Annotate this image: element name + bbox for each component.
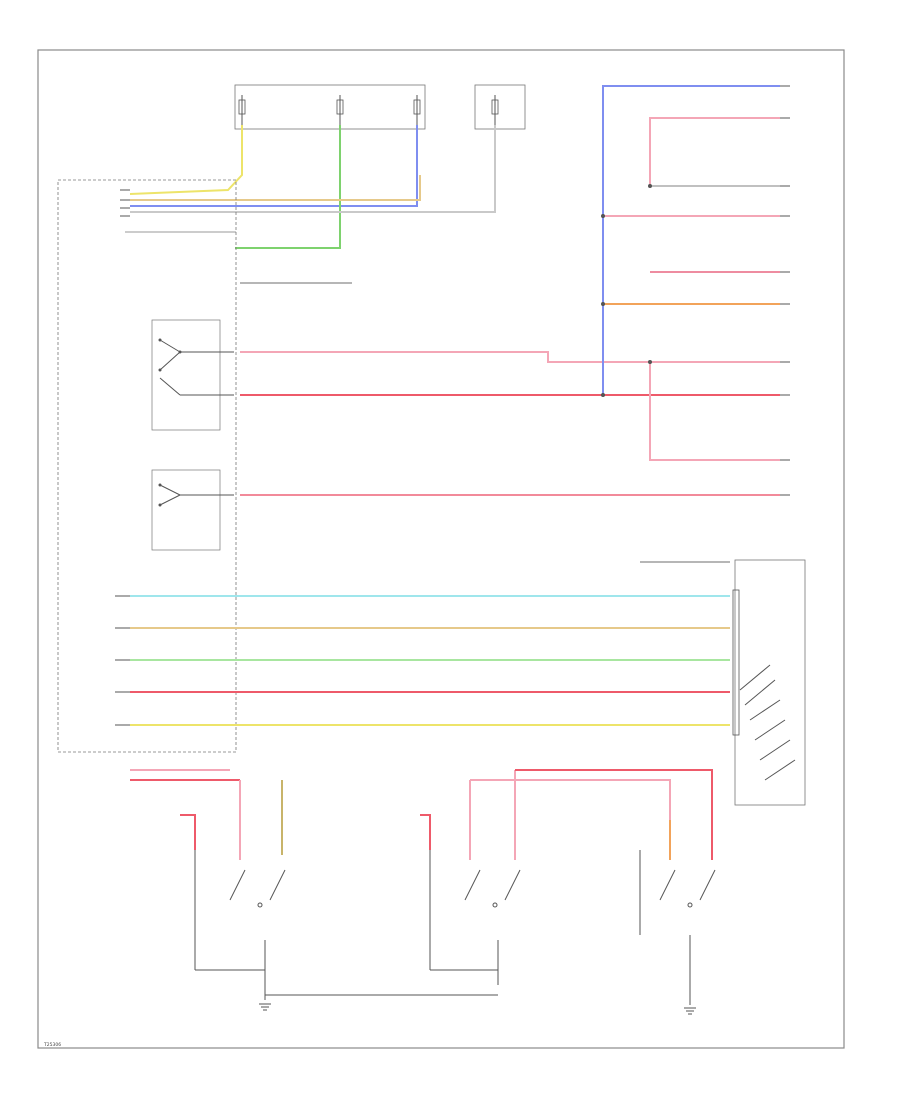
ground-symbol-left: [259, 1003, 271, 1011]
power-window-switch-module: [732, 559, 806, 806]
wire-pink-right-top: [649, 117, 780, 186]
ground-symbol-right: [684, 1007, 696, 1015]
wire-pink-bottom-right: [470, 779, 671, 860]
splice-dots: [601, 184, 652, 397]
wire-blue-right: [602, 85, 780, 395]
wire-pink-right-460: [649, 362, 780, 461]
liftgate-lock-actuator: [639, 850, 716, 1005]
wire-red-bottom-right: [515, 769, 713, 860]
left-connector-bus: [115, 595, 130, 726]
wire-blue-fuse: [130, 125, 418, 207]
door-lock-actuator-driver: [180, 814, 286, 1000]
wire-tan-fuse: [130, 175, 421, 201]
wire-yellow-fuse: [129, 125, 243, 195]
right-connectors: [780, 85, 790, 496]
wire-gray-fuse: [130, 125, 496, 213]
fuse-4: [491, 95, 499, 125]
fuse-box-group: [234, 84, 526, 130]
left-connector-top: [120, 189, 130, 217]
door-lock-switch-1: [151, 319, 234, 431]
left-module-box: [57, 179, 237, 753]
door-lock-switch-2: [151, 469, 234, 551]
fuse-block-right: [474, 84, 526, 130]
fuse-1: [238, 95, 246, 125]
wire-pink-352: [240, 351, 780, 363]
door-lock-actuator-passenger: [420, 770, 521, 985]
diagram-code: T25306: [43, 1042, 61, 1048]
fuse-3: [413, 95, 421, 125]
fuse-block: [234, 84, 426, 130]
wire-green-fuse: [235, 125, 341, 249]
diagram-frame: [37, 49, 845, 1049]
fuse-2: [336, 95, 344, 125]
